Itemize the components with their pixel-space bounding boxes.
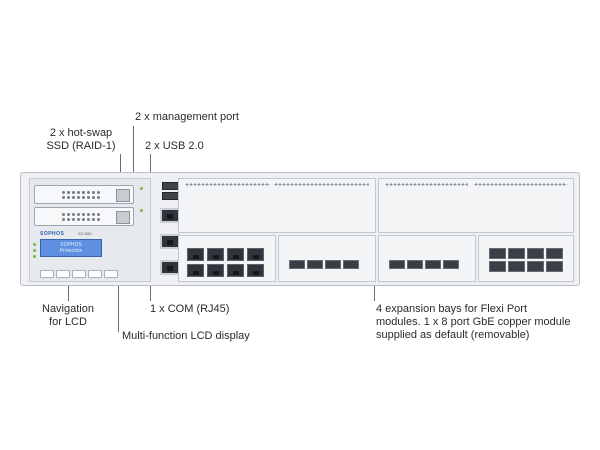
lcd-line-1: SOPHOS [60,242,82,248]
leader-line-expansion [374,278,375,301]
vent-dots [474,183,567,186]
model-label: XG 650 [78,231,92,236]
flexi-port-module-sfp-2 [378,235,476,282]
status-led [33,255,36,258]
label-expansion-bays-line3: supplied as default (removable) [376,329,530,341]
ssd-bay-2[interactable] [34,207,134,226]
vent-dots [385,183,468,186]
sfp-port-grid [389,260,459,269]
label-expansion-bays-line1: 4 expansion bays for Flexi Port [376,303,528,315]
appliance-chassis: SOPHOS XG 650 SOPHOS Protection [20,172,580,286]
ssd-bay-1[interactable] [34,185,134,204]
leader-line-navigation [68,276,69,301]
nav-button[interactable] [104,270,118,278]
label-navigation-line1: Navigation [42,303,94,315]
sfp-port-grid [489,248,563,272]
sfp-port[interactable] [325,260,341,269]
ssd-latch[interactable] [116,189,130,202]
flexi-port-module-sfp-1 [278,235,376,282]
label-expansion-bays-line2: modules. 1 x 8 port GbE copper module [376,316,571,328]
label-com-port: 1 x COM (RJ45) [150,303,230,315]
lcd-line-2: Protection [59,248,83,254]
status-led [33,243,36,246]
copper-port[interactable] [247,264,264,277]
nav-button[interactable] [72,270,86,278]
nav-button[interactable] [56,270,70,278]
sfp-port[interactable] [425,260,441,269]
copper-port[interactable] [187,248,204,261]
copper-port[interactable] [207,264,224,277]
ssd-latch[interactable] [116,211,130,224]
sfp-port-grid [289,260,359,269]
copper-port[interactable] [247,248,264,261]
nav-button[interactable] [88,270,102,278]
vent-dots [185,183,270,186]
status-led [140,187,143,190]
sfp-port[interactable] [527,261,544,272]
management-port-1[interactable] [160,208,180,223]
leader-line-usb [150,154,151,178]
label-lcd-display: Multi-function LCD display [122,330,250,342]
status-led [33,249,36,252]
lcd-display: SOPHOS Protection [40,239,102,257]
leader-line-com [150,274,151,301]
sfp-port[interactable] [546,248,563,259]
flexi-port-module-sfp-3 [478,235,574,282]
copper-port[interactable] [227,264,244,277]
status-led [140,209,143,212]
sfp-port[interactable] [407,260,423,269]
label-navigation-line2: for LCD [49,316,87,328]
sfp-port[interactable] [489,248,506,259]
management-io-column [157,178,185,282]
sfp-port[interactable] [508,248,525,259]
copper-port-grid [187,248,264,277]
lcd-navigation-buttons [40,270,118,278]
sfp-port[interactable] [443,260,459,269]
ssd-grip [61,190,101,199]
label-usb: 2 x USB 2.0 [145,140,204,152]
nav-button[interactable] [40,270,54,278]
sfp-port[interactable] [527,248,544,259]
sfp-port[interactable] [546,261,563,272]
sfp-port[interactable] [343,260,359,269]
label-expansion-bays: 4 expansion bays for Flexi Port modules.… [376,303,570,342]
leader-line-ssd [120,154,121,187]
ssd-grip [61,212,101,221]
brand-logo: SOPHOS [40,231,65,237]
sfp-port[interactable] [289,260,305,269]
copper-port[interactable] [207,248,224,261]
copper-port[interactable] [227,248,244,261]
expansion-bay-blank-2 [378,178,574,233]
management-port-2[interactable] [160,234,180,249]
sfp-port[interactable] [307,260,323,269]
sfp-port[interactable] [508,261,525,272]
leader-line-lcd-vertical [118,252,119,332]
sfp-port[interactable] [489,261,506,272]
expansion-bay-blank-1 [178,178,376,233]
label-hot-swap-ssd-line2: SSD (RAID-1) [46,140,116,152]
vent-dots [274,183,369,186]
label-hot-swap-ssd-line1: 2 x hot-swap [49,127,113,139]
sfp-port[interactable] [389,260,405,269]
label-hot-swap-ssd: 2 x hot-swap SSD (RAID-1) [40,127,122,153]
com-port[interactable] [160,260,180,275]
copper-port[interactable] [187,264,204,277]
label-management-port: 2 x management port [135,111,239,123]
label-navigation: Navigation for LCD [33,303,103,329]
front-control-panel: SOPHOS XG 650 SOPHOS Protection [29,178,151,282]
flexi-port-module-copper [178,235,276,282]
